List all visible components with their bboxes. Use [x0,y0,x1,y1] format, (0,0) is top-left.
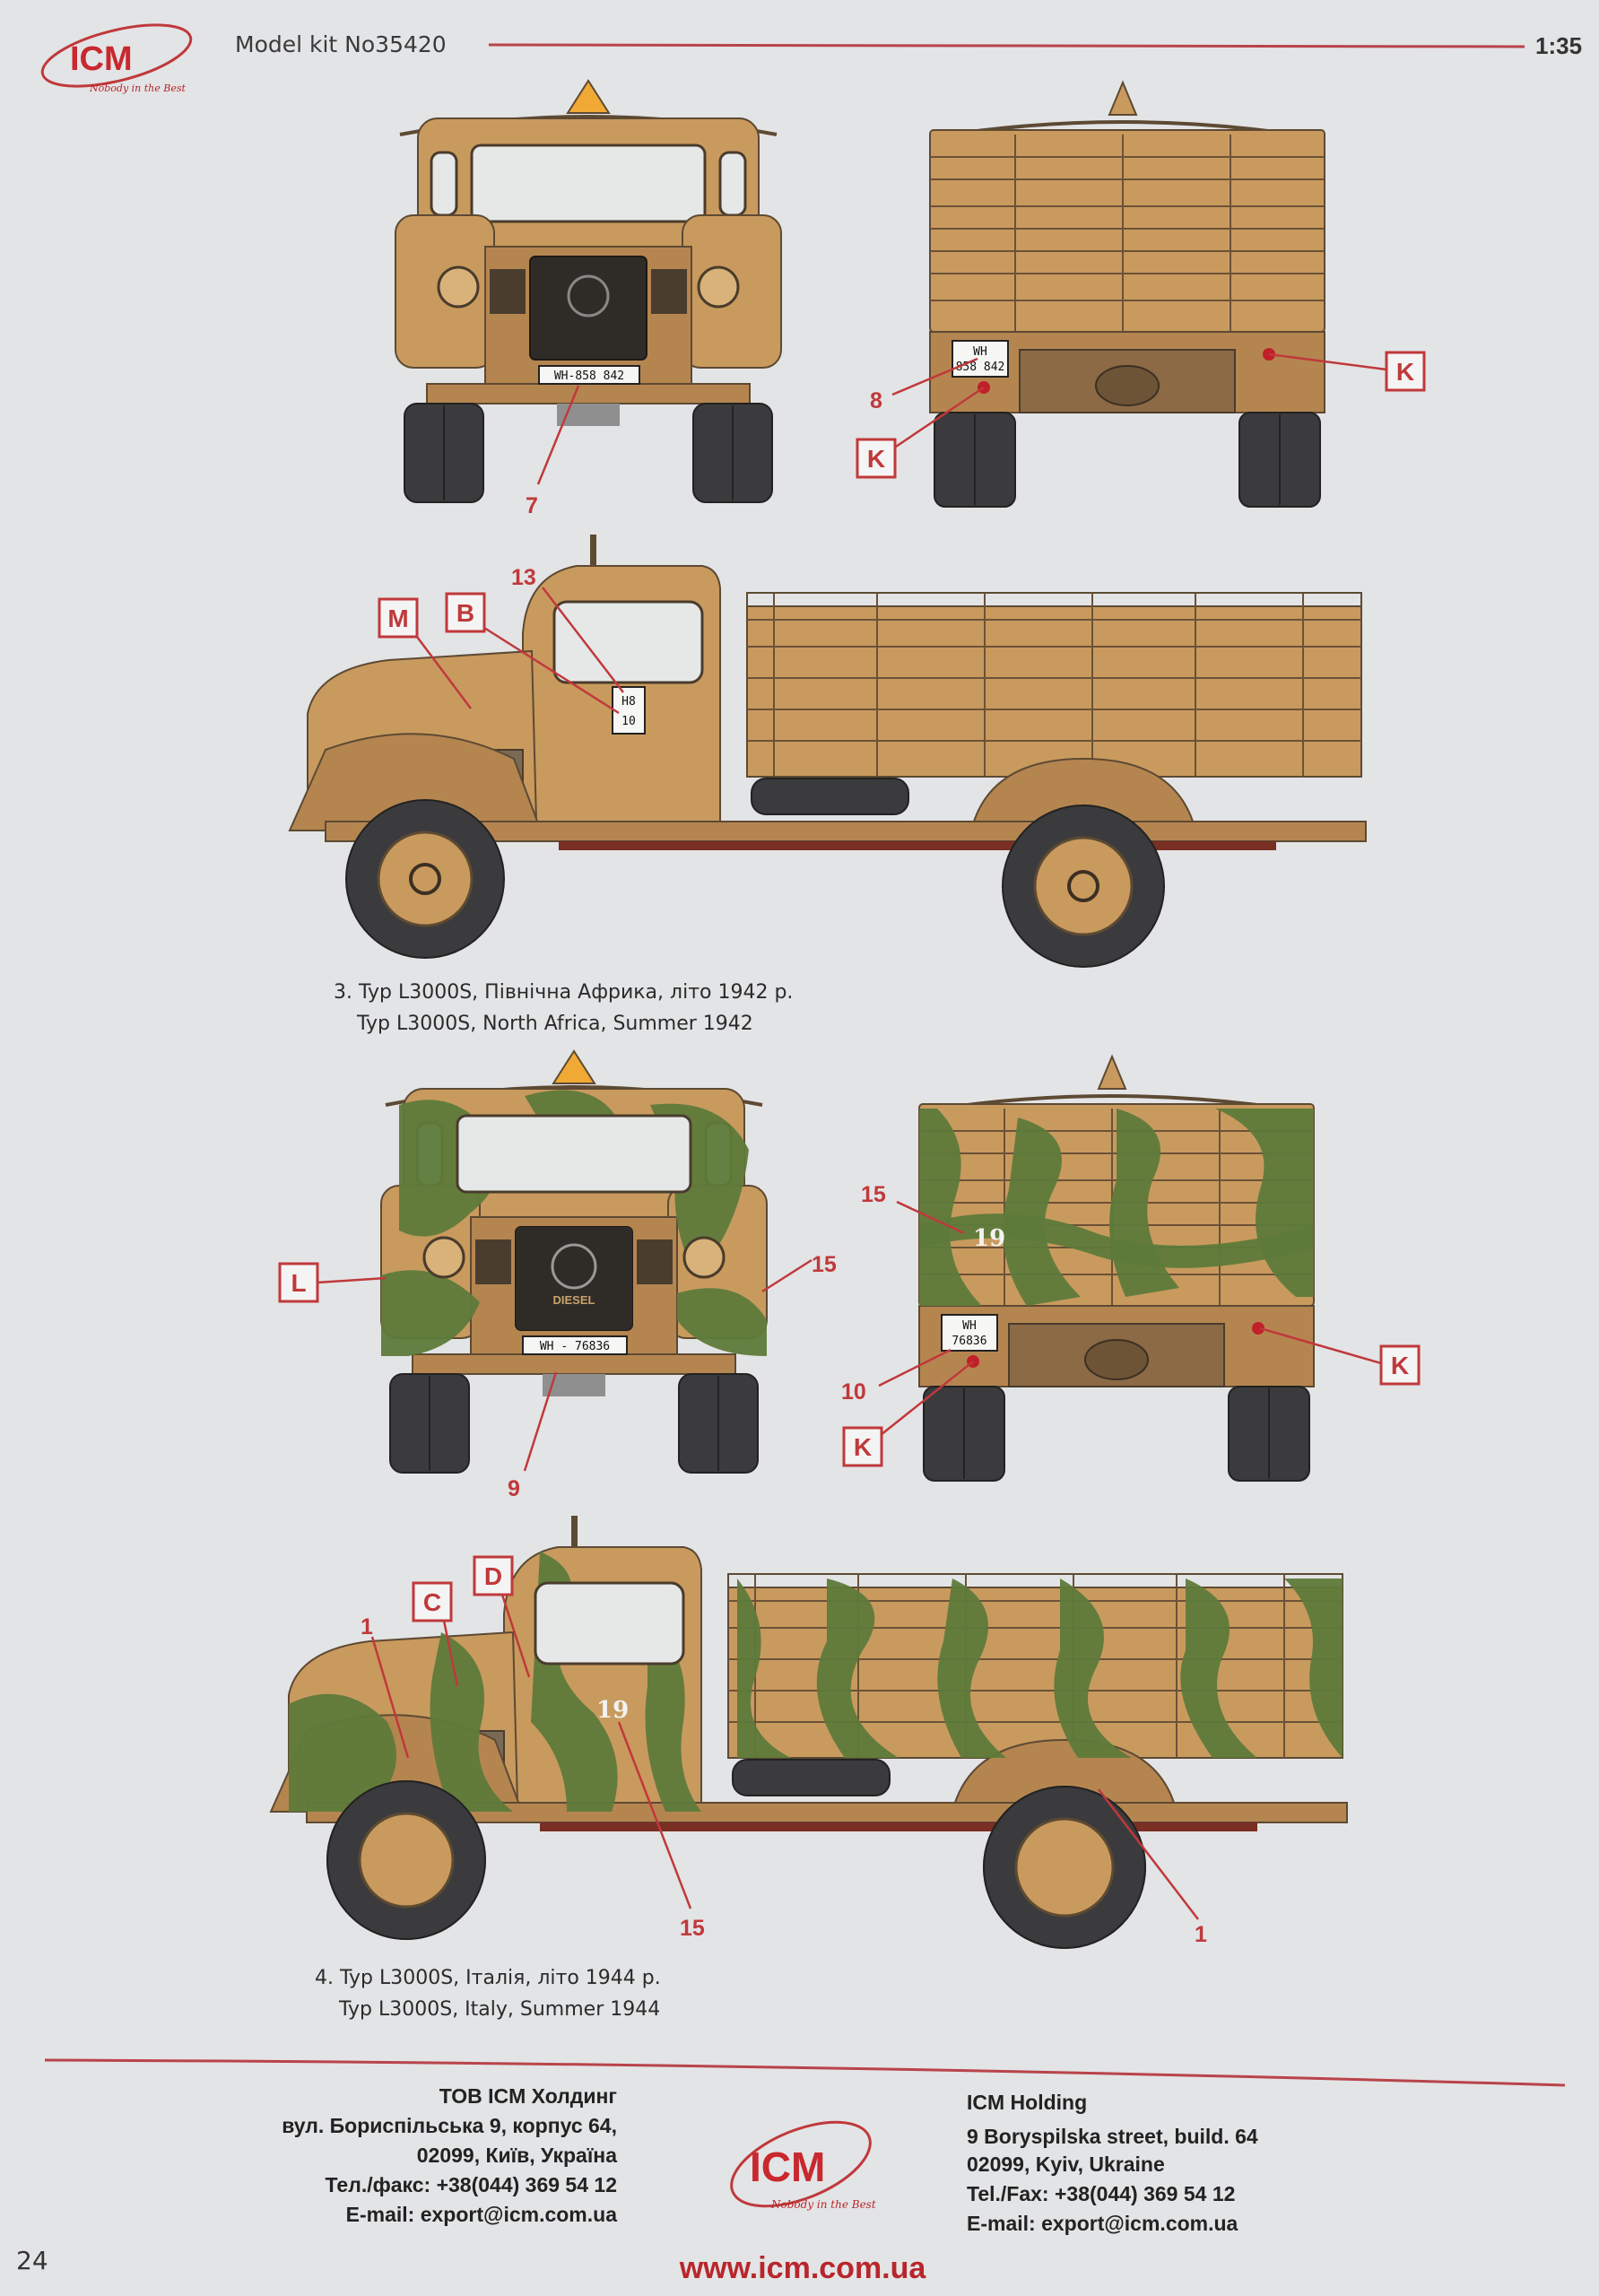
variant-4-caption: 4. Typ L3000S, Італія, літо 1944 р. Typ … [315,1967,661,2021]
footer-logo: ICM Nobody in the Best [730,2120,876,2211]
scale-label: 1:35 [1535,32,1582,59]
side-plate-top: H8 [621,695,636,709]
footer: ТОВ ICM Холдинг вул. Бориспільська 9, ко… [16,2058,1566,2285]
camouflage-pattern [919,1109,1314,1306]
footer-divider [44,2058,1566,2087]
callout-1-front: 1 [361,1614,373,1639]
variant-4-side-view: 19 [269,1514,1349,1950]
side-plate-bottom: 10 [621,715,636,728]
svg-text:Nobody in the Best: Nobody in the Best [89,83,187,94]
callout-15-side: 15 [680,1916,705,1941]
footer-address-en: ICM Holding 9 Boryspilska street, build.… [967,2091,1258,2235]
svg-text:ICM Holding: ICM Holding [967,2091,1087,2114]
variant-4-callouts: L 15 9 15 10 K K 1 C D 15 1 [278,1182,1421,1947]
svg-text:02099, Київ, Україна: 02099, Київ, Україна [417,2144,617,2167]
rear-plate-bottom: 76836 [952,1335,986,1348]
front-license-plate: WH - 76836 [540,1340,610,1353]
svg-text:Nobody in the Best: Nobody in the Best [770,2198,876,2211]
svg-text:E-mail: export@icm.com.ua: E-mail: export@icm.com.ua [967,2212,1238,2235]
callout-15-rear: 15 [861,1182,886,1207]
svg-text:Tel./Fax: +38(044) 369 54 12: Tel./Fax: +38(044) 369 54 12 [967,2182,1235,2205]
callout-c: C [423,1588,441,1616]
page-number: 24 [16,2246,48,2275]
callout-10: 10 [841,1379,866,1405]
front-license-plate: WH-858 842 [554,370,624,383]
callout-8: 8 [870,388,882,413]
model-kit-number: Model kit No35420 [235,31,447,57]
callout-1-rear: 1 [1195,1922,1207,1947]
variant-4-front-view: DIESEL WH - 76836 [379,1049,769,1474]
callout-k-rear-left: K [867,445,885,473]
tactical-number-side: 19 [596,1697,629,1724]
callout-k-rear-left: K [854,1433,872,1461]
footer-address-uk: ТОВ ICM Холдинг вул. Бориспільська 9, ко… [282,2084,617,2226]
website-link[interactable]: www.icm.com.ua [679,2251,927,2285]
variant-3-rear-view: WH 858 842 [928,81,1326,509]
variant-3-callouts: 7 8 K K M B 13 [378,351,1426,715]
rear-plate-top: WH [973,345,987,359]
callout-7: 7 [526,493,538,518]
variant-4-rear-view: 19 WH 76836 [917,1055,1316,1483]
caption-uk: 4. Typ L3000S, Італія, літо 1944 р. [315,1967,661,1989]
variant-3-front-view: WH-858 842 [394,79,783,504]
callout-b: B [456,599,474,627]
diesel-badge: DIESEL [553,1293,595,1307]
callout-l: L [291,1269,306,1297]
svg-text:ICM: ICM [750,2144,825,2190]
variant-3-side-view: H8 10 [288,533,1368,969]
callout-k-rear-right: K [1391,1352,1409,1379]
svg-text:9 Boryspilska street, build. 6: 9 Boryspilska street, build. 64 [967,2125,1258,2148]
header: ICM Nobody in the Best Model kit No35420… [40,23,1582,94]
callout-m: M [387,604,408,632]
caption-en: Typ L3000S, North Africa, Summer 1942 [356,1013,753,1035]
caption-uk: 3. Typ L3000S, Північна Африка, літо 194… [334,981,793,1004]
callout-d: D [484,1562,502,1590]
camouflage-pattern [289,1552,1343,1812]
svg-text:E-mail: export@icm.com.ua: E-mail: export@icm.com.ua [346,2203,618,2226]
svg-text:вул. Бориспільська 9, корпус 6: вул. Бориспільська 9, корпус 64, [282,2114,617,2137]
callout-13: 13 [511,565,536,590]
callout-15-front: 15 [812,1252,837,1277]
svg-text:02099, Kyiv, Ukraine: 02099, Kyiv, Ukraine [967,2152,1165,2176]
svg-text:ТОВ ICM Холдинг: ТОВ ICM Холдинг [439,2084,617,2108]
rear-plate-bottom: 858 842 [956,361,1005,374]
icm-logo: ICM Nobody in the Best [40,23,193,94]
variant-3-caption: 3. Typ L3000S, Північна Африка, літо 194… [334,981,793,1035]
callout-k-rear-right: K [1396,358,1414,386]
svg-text:Тел./факс: +38(044) 369 54 12: Тел./факс: +38(044) 369 54 12 [326,2173,617,2196]
tactical-number: 19 [973,1225,1005,1252]
rear-plate-top: WH [962,1319,977,1333]
caption-en: Typ L3000S, Italy, Summer 1944 [338,1998,660,2021]
svg-text:ICM: ICM [70,40,133,78]
header-divider [488,43,1525,48]
callout-9: 9 [508,1476,520,1501]
